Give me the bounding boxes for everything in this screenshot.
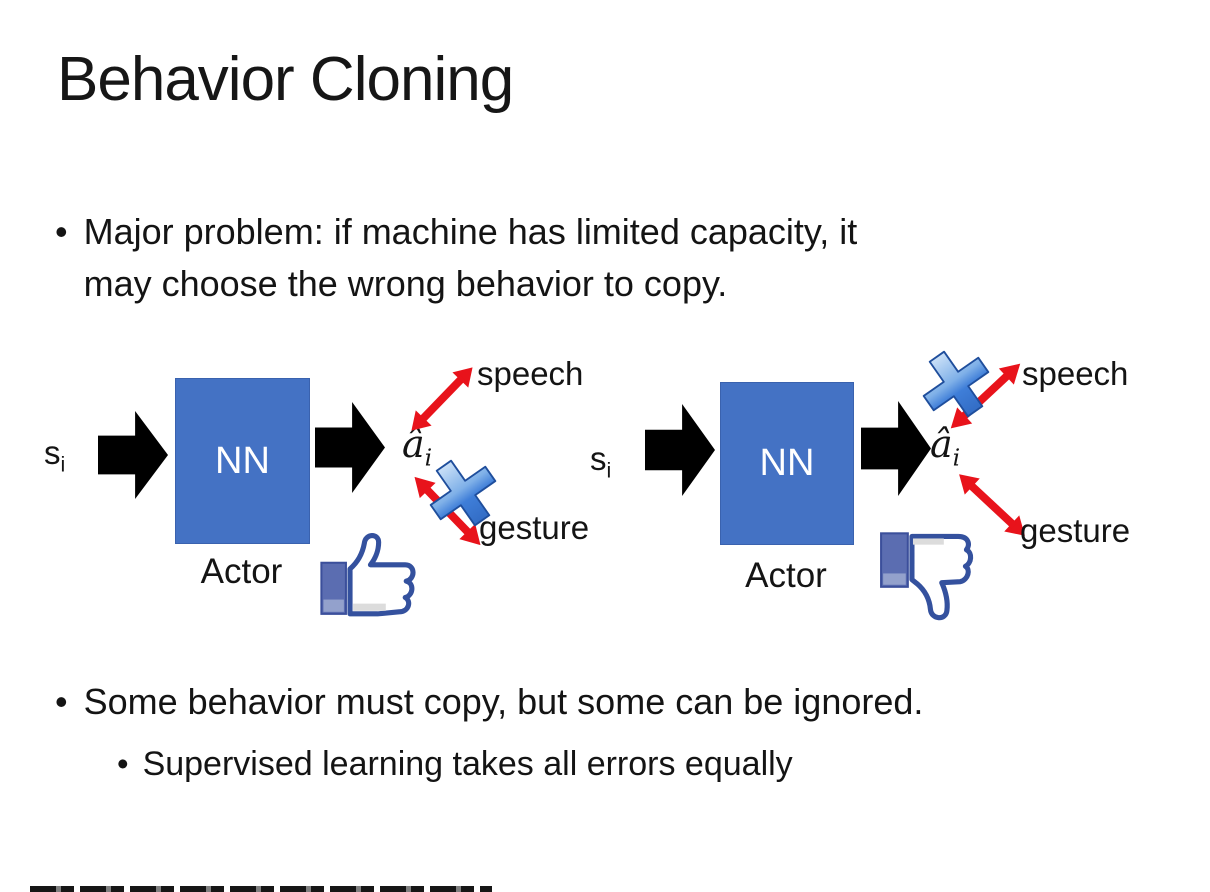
flow-arrow-icon	[315, 402, 385, 493]
bullet-supervised: • Supervised learning takes all errors e…	[117, 740, 793, 788]
branch-gesture-label: gesture	[1020, 512, 1131, 549]
output-action-label: âi	[402, 422, 433, 472]
nn-box: NN	[720, 382, 854, 545]
branch-speech-label: speech	[477, 355, 584, 392]
bullet-some-behavior: • Some behavior must copy, but some can …	[55, 676, 923, 728]
nn-box: NN	[175, 378, 310, 544]
bullet-marker: •	[117, 745, 129, 782]
bullet-major-line1: Major problem: if machine has limited ca…	[83, 211, 858, 252]
actor-label: Actor	[745, 556, 827, 595]
branch-gesture-label: gesture	[479, 509, 590, 546]
cross-icon	[427, 457, 499, 529]
bullet-major-problem: • Major problem: if machine has limited …	[55, 206, 857, 310]
actor-label: Actor	[200, 552, 283, 591]
cross-icon	[920, 348, 992, 420]
nn-box-label: NN	[215, 439, 270, 482]
flow-arrow-icon	[861, 401, 931, 496]
branch-speech-label: speech	[1022, 355, 1129, 392]
page-title: Behavior Cloning	[57, 45, 514, 114]
bullet-some-text: Some behavior must copy, but some can be…	[83, 681, 924, 722]
input-state-label: si	[590, 440, 612, 483]
nn-box-label: NN	[759, 442, 815, 484]
bullet-marker: •	[55, 211, 68, 252]
flow-arrow-icon	[98, 411, 168, 499]
thumbs-down-icon	[878, 528, 986, 623]
input-state-label: si	[44, 434, 66, 477]
bullet-marker: •	[55, 681, 68, 722]
double-arrow-icon	[402, 358, 482, 439]
double-arrow-icon	[950, 465, 1034, 545]
bullet-supervised-text: Supervised learning takes all errors equ…	[142, 745, 793, 783]
bullet-major-line2: may choose the wrong behavior to copy.	[83, 263, 728, 304]
cutoff-content-bar	[30, 886, 492, 892]
thumbs-up-icon	[318, 528, 426, 620]
output-action-label: âi	[930, 422, 961, 472]
flow-arrow-icon	[645, 404, 715, 496]
